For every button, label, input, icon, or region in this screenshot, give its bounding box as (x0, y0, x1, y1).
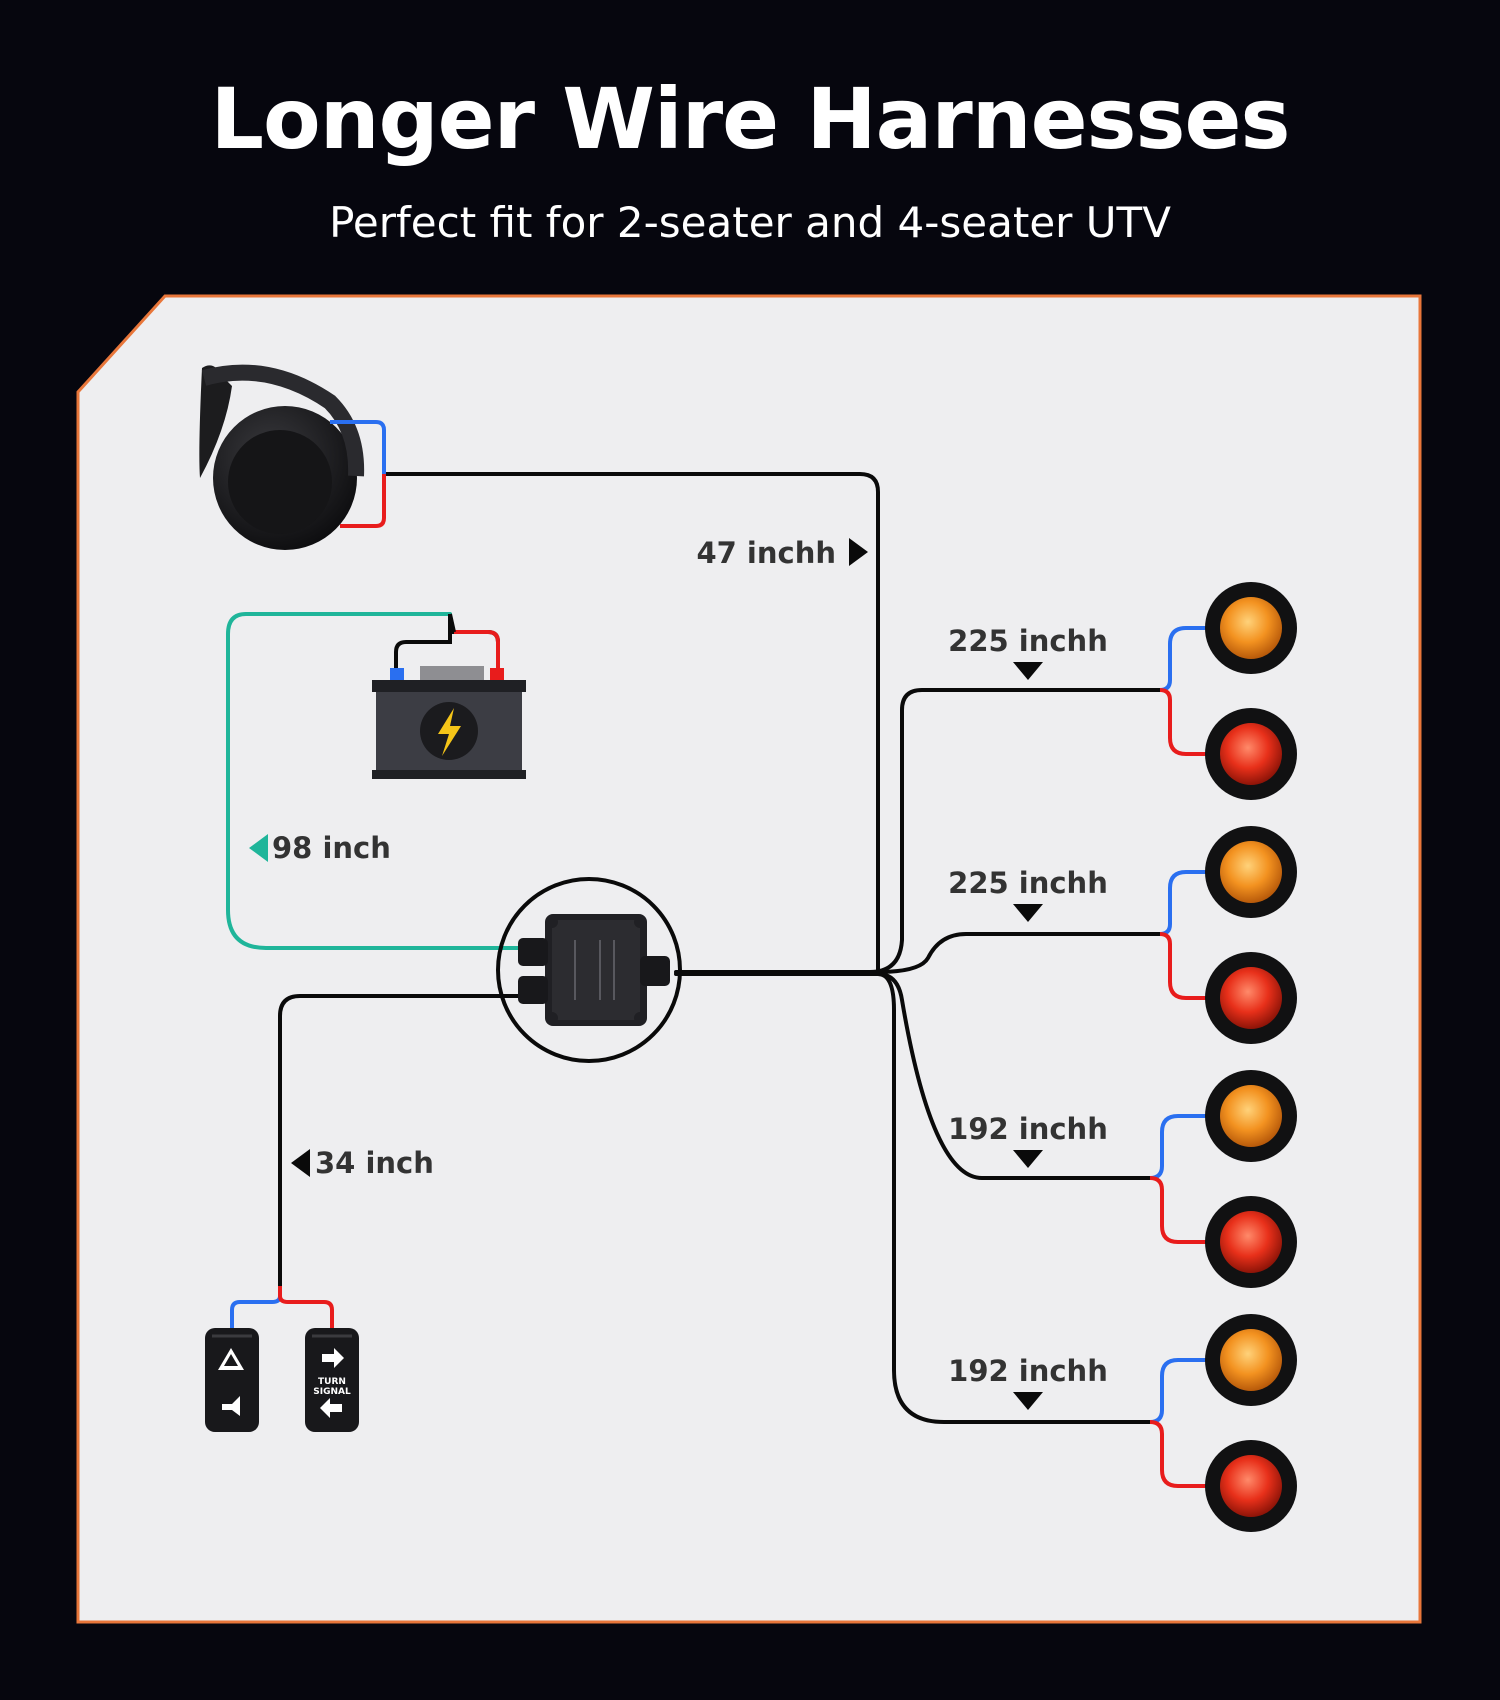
light-wire-1-label-group: 225 inchh (948, 624, 1108, 680)
light-wire-3 (876, 972, 1152, 1180)
marker-light-icon (1205, 1440, 1297, 1532)
light-wire-2 (876, 932, 1162, 974)
arrow-left-icon (249, 834, 268, 862)
light-wire-1-label: 225 inchh (948, 624, 1108, 658)
turn-signal-text-1: TURN (318, 1377, 346, 1387)
switch-wire-label: 34 inch (315, 1146, 434, 1180)
marker-light-icon (1205, 952, 1297, 1044)
arrow-down-icon (1013, 1392, 1043, 1410)
arrow-left-icon (291, 1149, 310, 1177)
light-pair-4 (1149, 1314, 1297, 1532)
marker-light-icon (1205, 582, 1297, 674)
marker-light-icon (1205, 1070, 1297, 1162)
light-pair-1 (1159, 582, 1297, 800)
battery-icon (372, 613, 526, 779)
turn-arrow-icon (322, 1348, 344, 1368)
light-wire-4-label: 192 inchh (948, 1354, 1108, 1388)
switch-wire (278, 994, 522, 1288)
hazard-icon (218, 1348, 244, 1370)
turn-signal-switch (305, 1328, 359, 1432)
arrow-down-icon (1013, 904, 1043, 922)
switch-panel: TURN SIGNAL (205, 1286, 359, 1432)
marker-light-icon (1205, 1314, 1297, 1406)
light-wire-4 (876, 972, 1152, 1424)
switch-wire-label-group: 34 inch (291, 1146, 434, 1180)
diagram-panel (76, 294, 1422, 1624)
battery-wire-label-group: 98 inch (249, 831, 391, 865)
light-wire-1 (868, 688, 1162, 974)
light-wire-4-label-group: 192 inchh (948, 1354, 1108, 1410)
page-subtitle: Perfect fit for 2-seater and 4-seater UT… (329, 198, 1171, 247)
turn-signal-text-2: SIGNAL (313, 1387, 351, 1397)
arrow-down-icon (1013, 662, 1043, 680)
light-pair-2 (1159, 826, 1297, 1044)
arrow-right-icon (849, 538, 868, 566)
light-wire-3-label: 192 inchh (948, 1112, 1108, 1146)
arrow-down-icon (1013, 1150, 1043, 1168)
horn-wire (384, 472, 880, 974)
lightning-icon (438, 708, 461, 756)
horn-small-icon (222, 1396, 240, 1416)
horn-icon (199, 364, 386, 550)
turn-arrow-left-icon (320, 1398, 342, 1418)
horn-hazard-switch (205, 1328, 259, 1432)
battery-wire-label: 98 inch (272, 831, 391, 865)
light-wire-2-label-group: 225 inchh (948, 866, 1108, 922)
marker-light-icon (1205, 1196, 1297, 1288)
light-wire-2-label: 225 inchh (948, 866, 1108, 900)
light-pair-3 (1149, 1070, 1297, 1288)
junction-box-icon (496, 877, 682, 1063)
marker-light-icon (1205, 708, 1297, 800)
page-title: Longer Wire Harnesses (210, 70, 1290, 168)
light-wire-3-label-group: 192 inchh (948, 1112, 1108, 1168)
horn-wire-label: 47 inchh (696, 536, 836, 570)
horn-wire-label-group: 47 inchh (696, 536, 868, 570)
marker-light-icon (1205, 826, 1297, 918)
